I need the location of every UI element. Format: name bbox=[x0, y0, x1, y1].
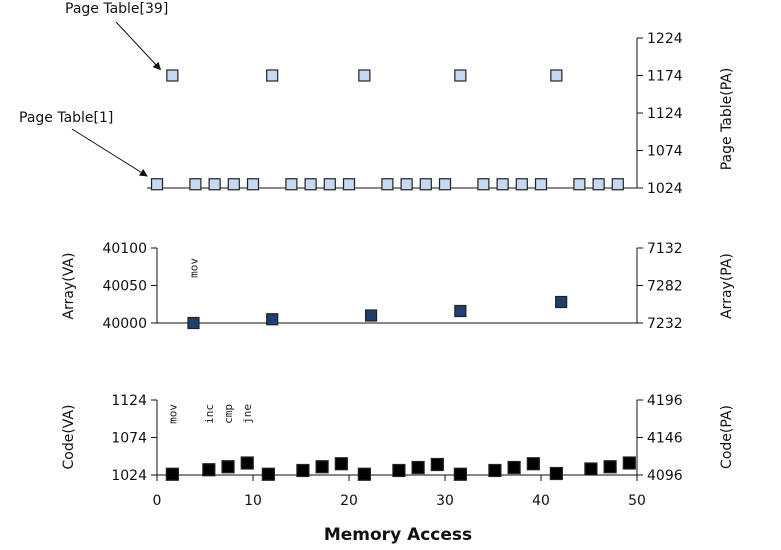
instruction-label: cmp bbox=[222, 404, 235, 424]
data-point bbox=[266, 69, 279, 82]
data-point bbox=[323, 178, 336, 191]
data-point bbox=[488, 463, 502, 478]
data-point bbox=[202, 463, 216, 477]
data-point bbox=[573, 178, 586, 191]
annotation-arrow bbox=[71, 128, 148, 177]
right-tick-label: 4196 bbox=[647, 393, 683, 409]
annotation-arrow bbox=[115, 21, 162, 71]
data-point bbox=[453, 467, 467, 481]
data-point bbox=[454, 304, 467, 318]
data-point bbox=[430, 457, 444, 472]
data-point bbox=[285, 178, 298, 191]
annotation-label: Page Table[39] bbox=[65, 1, 168, 17]
data-point bbox=[364, 309, 378, 322]
instruction-label: jne bbox=[241, 404, 254, 424]
right-tick-label: 4146 bbox=[647, 431, 683, 447]
data-point bbox=[411, 460, 425, 475]
data-point bbox=[584, 462, 598, 476]
left-tick-label: 1124 bbox=[111, 393, 147, 409]
data-point bbox=[165, 467, 179, 481]
data-point bbox=[358, 69, 371, 82]
x-tick-label: 10 bbox=[244, 493, 262, 509]
right-tick-label: 7232 bbox=[647, 316, 683, 332]
data-point bbox=[438, 178, 452, 191]
right-tick-label: 7132 bbox=[647, 241, 683, 257]
right-tick-label: 1224 bbox=[647, 31, 683, 47]
data-point bbox=[549, 466, 563, 481]
data-point bbox=[221, 460, 235, 474]
left-axis-title: Array(VA) bbox=[61, 253, 77, 320]
right-tick-label: 1124 bbox=[647, 106, 683, 122]
data-point bbox=[150, 178, 164, 191]
right-tick-label: 4096 bbox=[647, 468, 683, 484]
data-point bbox=[392, 463, 406, 478]
right-tick-label: 1174 bbox=[647, 69, 683, 85]
instruction-label: mov bbox=[187, 258, 200, 278]
right-tick-label: 1074 bbox=[647, 144, 683, 160]
data-point bbox=[246, 178, 260, 191]
x-tick-label: 0 bbox=[153, 493, 162, 509]
data-point bbox=[419, 178, 432, 191]
left-axis-title: Code(VA) bbox=[61, 404, 77, 469]
x-tick-label: 20 bbox=[340, 493, 358, 509]
page-table-panel: 1224 1174 1124 1074 1024 Page Table(PA) Page T… bbox=[19, 1, 735, 197]
data-point bbox=[526, 457, 540, 471]
data-point bbox=[622, 456, 636, 470]
data-point bbox=[515, 178, 528, 191]
data-point bbox=[534, 178, 548, 191]
left-tick-label: 40000 bbox=[102, 316, 147, 332]
data-point bbox=[550, 69, 563, 82]
data-point bbox=[208, 178, 221, 191]
data-point bbox=[507, 460, 521, 475]
left-tick-label: 40050 bbox=[102, 279, 147, 295]
data-point bbox=[315, 460, 329, 474]
data-point bbox=[187, 316, 200, 330]
data-point bbox=[357, 467, 371, 481]
data-point bbox=[454, 69, 467, 82]
data-point bbox=[555, 295, 568, 309]
code-panel: 1124 1074 1024 4196 4146 4096 Code(VA) Code(PA)… bbox=[61, 393, 735, 484]
left-tick-label: 1074 bbox=[111, 431, 147, 447]
data-point bbox=[266, 313, 279, 326]
left-tick-label: 1024 bbox=[111, 468, 147, 484]
data-point bbox=[189, 178, 202, 191]
data-point bbox=[227, 178, 240, 191]
data-point bbox=[611, 178, 624, 191]
array-panel: 40100 40050 40000 7132 7282 7232 Array(VA) Arra… bbox=[61, 241, 735, 332]
data-point bbox=[166, 69, 179, 82]
right-axis-title: Array(PA) bbox=[719, 253, 735, 319]
right-tick-label: 1024 bbox=[647, 181, 683, 197]
data-point bbox=[603, 460, 617, 474]
x-tick-label: 30 bbox=[436, 493, 454, 509]
right-axis-title: Page Table(PA) bbox=[719, 68, 735, 171]
x-axis: 0 10 20 30 40 50 bbox=[153, 475, 646, 509]
right-tick-label: 7282 bbox=[647, 279, 683, 295]
data-point bbox=[496, 178, 509, 191]
data-point bbox=[334, 457, 348, 471]
x-axis-title: Memory Access bbox=[324, 525, 472, 545]
data-point bbox=[400, 178, 413, 191]
data-point bbox=[296, 463, 310, 478]
data-point bbox=[381, 178, 394, 191]
data-point bbox=[240, 456, 254, 470]
x-tick-label: 50 bbox=[628, 493, 646, 509]
instruction-label: mov bbox=[166, 404, 179, 424]
data-point bbox=[592, 178, 605, 191]
x-tick-label: 40 bbox=[532, 493, 550, 509]
right-axis-title: Code(PA) bbox=[719, 405, 735, 469]
annotation-label: Page Table[1] bbox=[19, 110, 113, 126]
data-point bbox=[261, 467, 275, 481]
data-point bbox=[477, 178, 490, 191]
left-tick-label: 40100 bbox=[102, 241, 147, 257]
data-point bbox=[304, 178, 317, 191]
instruction-label: inc bbox=[203, 404, 216, 424]
data-point bbox=[342, 178, 356, 191]
